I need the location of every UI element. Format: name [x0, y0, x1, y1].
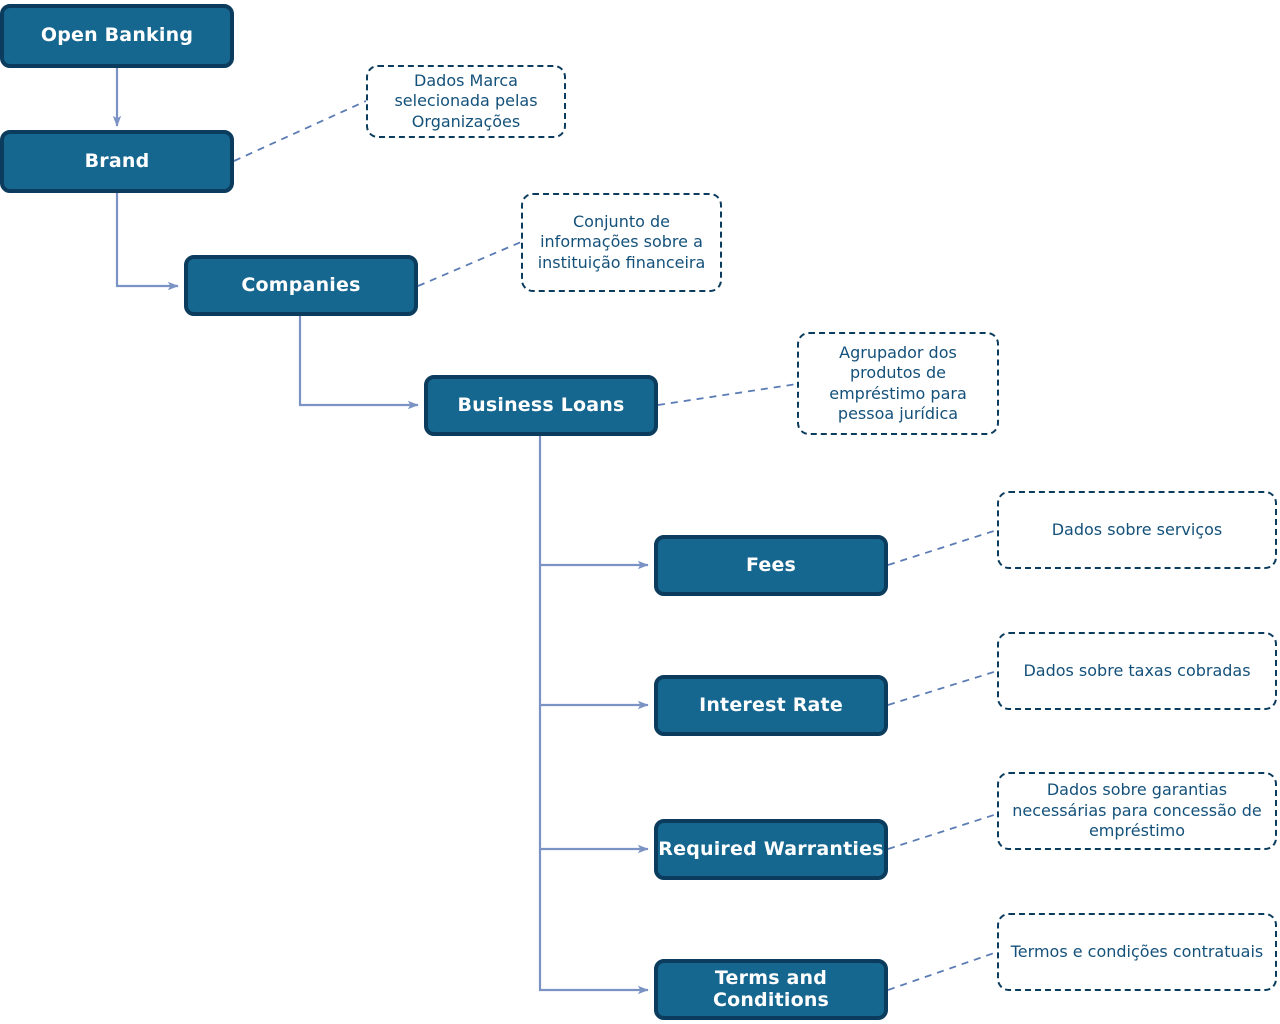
node-business-loans[interactable]: Business Loans: [424, 375, 658, 436]
node-brand-label: Brand: [84, 149, 150, 172]
node-terms-and-conditions[interactable]: Terms and Conditions: [654, 959, 888, 1020]
node-open-banking[interactable]: Open Banking: [0, 4, 234, 68]
node-fees[interactable]: Fees: [654, 535, 888, 596]
leader-note-interest-rate: [887, 670, 998, 706]
node-companies[interactable]: Companies: [184, 255, 418, 316]
note-terms-and-conditions: Termos e condições contratuais: [997, 913, 1277, 991]
edge-business-loans-fees: [538, 436, 649, 570]
leader-note-fees: [887, 529, 998, 566]
note-companies-text: Conjunto de informações sobre a institui…: [537, 211, 706, 272]
leader-note-terms-and-conditions: [887, 951, 998, 991]
note-required-warranties-text: Dados sobre garantias necessárias para c…: [1012, 780, 1262, 841]
note-business-loans: Agrupador dos produtos de empréstimo par…: [797, 332, 999, 435]
node-required-warranties[interactable]: Required Warranties: [654, 819, 888, 880]
node-terms-and-conditions-label: Terms and Conditions: [712, 966, 830, 1011]
edge-business-loans-interest-rate: [538, 565, 649, 710]
leader-note-companies: [417, 241, 522, 287]
note-business-loans-text: Agrupador dos produtos de empréstimo par…: [829, 342, 967, 423]
note-interest-rate-text: Dados sobre taxas cobradas: [1023, 660, 1251, 680]
note-required-warranties: Dados sobre garantias necessárias para c…: [997, 772, 1277, 850]
note-brand: Dados Marca selecionada pelas Organizaçõ…: [366, 65, 566, 138]
edge-companies-business-loans: [298, 316, 419, 410]
edge-brand-companies: [115, 193, 179, 291]
node-open-banking-label: Open Banking: [40, 24, 194, 47]
node-required-warranties-label: Required Warranties: [658, 837, 884, 860]
node-brand[interactable]: Brand: [0, 130, 234, 193]
note-terms-and-conditions-text: Termos e condições contratuais: [1010, 941, 1264, 961]
note-fees-text: Dados sobre serviços: [1051, 519, 1223, 539]
note-brand-text: Dados Marca selecionada pelas Organizaçõ…: [394, 70, 538, 131]
leader-note-brand: [233, 100, 367, 162]
edge-business-loans-required-warranties: [538, 705, 649, 854]
node-interest-rate-label: Interest Rate: [699, 693, 843, 716]
note-fees: Dados sobre serviços: [997, 491, 1277, 569]
node-business-loans-label: Business Loans: [457, 393, 625, 416]
node-fees-label: Fees: [745, 553, 797, 576]
leader-note-business-loans: [657, 383, 798, 406]
node-companies-label: Companies: [241, 273, 361, 296]
node-interest-rate[interactable]: Interest Rate: [654, 675, 888, 736]
note-interest-rate: Dados sobre taxas cobradas: [997, 632, 1277, 710]
edge-business-loans-terms-and-conditions: [538, 849, 649, 995]
note-companies: Conjunto de informações sobre a institui…: [521, 193, 722, 292]
leader-note-required-warranties: [887, 813, 998, 850]
